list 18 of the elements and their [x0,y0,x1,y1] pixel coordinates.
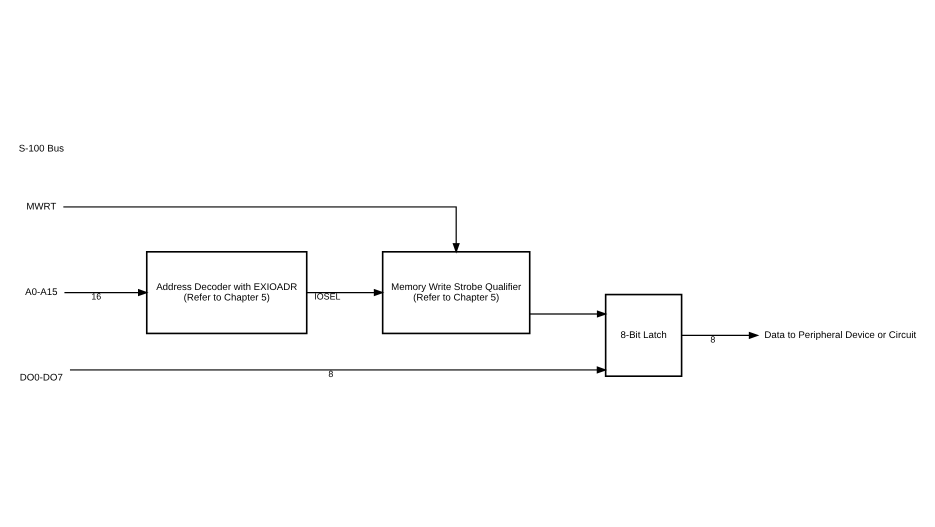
edge-label: IOSEL [314,292,340,302]
node-text: Data to Peripheral Device or Circuit [764,330,916,341]
arrow [530,310,608,318]
arrow [307,288,384,296]
edge-label: 16 [91,292,102,302]
arrow [64,288,149,296]
node-text: MWRT [26,201,56,212]
node-box: Address Decoder with EXIOADR (Refer to Chapter 5) [146,250,308,334]
node-box: Memory Write Strobe Qualifier (Refer to Chapter 5) [382,250,531,334]
arrow [70,366,608,374]
node-box: 8-Bit Latch [604,294,682,378]
edge-label: 8 [328,369,334,380]
label: S-100 Bus [18,143,64,154]
arrow [682,332,760,340]
node-text: DO0-DO7 [20,372,63,384]
node-text: A0-A15 [25,287,58,298]
edge-label: 8 [710,334,716,345]
arrow [63,206,460,254]
